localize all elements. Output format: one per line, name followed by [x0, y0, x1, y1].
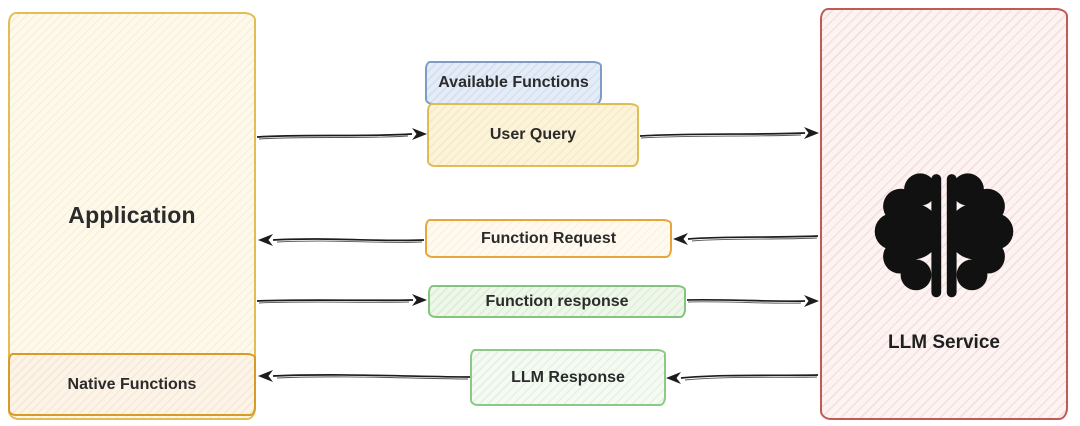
function-response-label: Function response [485, 292, 629, 310]
function-request-label: Function Request [480, 229, 617, 247]
node-application: Application Native Functions [8, 12, 256, 420]
arrow-function-response-to-llm-service [686, 295, 819, 307]
node-available-functions: Available Functions [425, 61, 602, 105]
arrow-application-to-user-query [256, 128, 427, 140]
arrow-llm-service-to-llm-response [666, 372, 819, 384]
node-function-response: Function response [428, 285, 686, 318]
node-user-query: User Query [427, 103, 639, 167]
brain-icon [874, 168, 1014, 302]
arrow-function-request-to-application [258, 234, 425, 246]
user-query-label: User Query [489, 126, 577, 143]
arrow-llm-response-to-application [258, 370, 471, 382]
llm-response-label: LLM Response [511, 368, 625, 386]
application-label: Application [68, 202, 196, 228]
node-native-functions: Native Functions [8, 353, 256, 416]
node-llm-response: LLM Response [470, 349, 666, 406]
node-function-request: Function Request [425, 219, 672, 258]
arrow-application-to-function-response [256, 294, 427, 306]
node-llm-service: LLM Service [820, 8, 1068, 420]
native-functions-label: Native Functions [67, 375, 197, 393]
llm-service-label: LLM Service [888, 332, 1000, 353]
available-functions-label: Available Functions [438, 74, 589, 91]
arrow-llm-service-to-function-request [673, 233, 819, 245]
arrow-user-query-to-llm-service [639, 127, 819, 139]
